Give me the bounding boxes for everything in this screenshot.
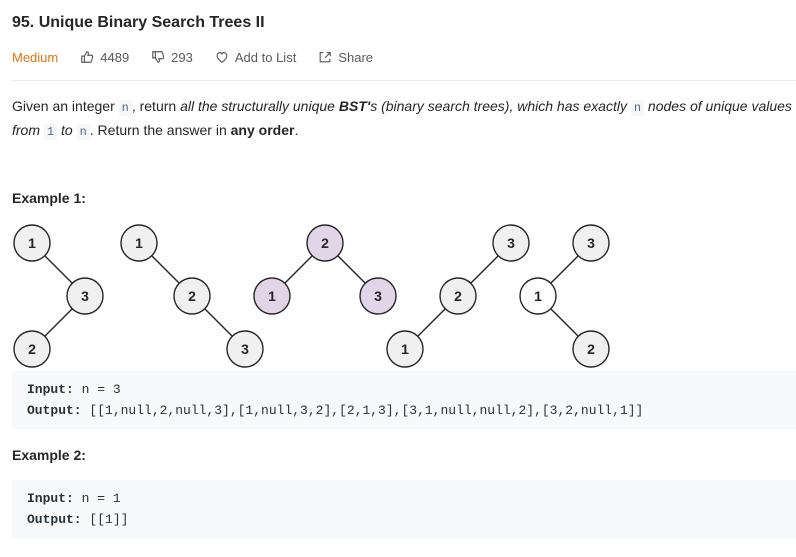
input-label: Input: — [27, 491, 74, 506]
tree-2-node: 3 — [226, 330, 264, 368]
svg-text:2: 2 — [454, 288, 462, 304]
difficulty-label: Medium — [12, 49, 59, 65]
svg-text:3: 3 — [81, 288, 89, 304]
output-value: [[1,null,2,null,3],[1,null,3,2],[2,1,3],… — [81, 403, 644, 418]
like-count: 4489 — [100, 49, 130, 65]
tree-3-node: 1 — [253, 277, 291, 315]
input-label: Input: — [27, 382, 74, 397]
input-value: n = 1 — [73, 491, 121, 506]
desc-bold: any order — [230, 122, 295, 138]
svg-text:1: 1 — [135, 235, 143, 251]
like-button[interactable]: 4489 — [80, 50, 129, 65]
add-to-list-label: Add to List — [234, 49, 297, 65]
tree-3-node: 3 — [359, 277, 397, 315]
inline-code: n — [630, 100, 645, 116]
share-label: Share — [338, 49, 374, 65]
svg-text:3: 3 — [374, 288, 382, 304]
svg-text:2: 2 — [188, 288, 196, 304]
svg-text:1: 1 — [534, 288, 542, 304]
example-2-heading: Example 2: — [12, 447, 86, 463]
tree-1-node: 2 — [13, 330, 51, 368]
heart-icon — [216, 52, 228, 63]
svg-text:3: 3 — [507, 235, 515, 251]
svg-text:1: 1 — [268, 288, 276, 304]
svg-text:1: 1 — [28, 235, 36, 251]
output-label: Output: — [27, 403, 82, 418]
example-2-code-block: Input: n = 1 Output: [[1]] — [12, 480, 796, 538]
inline-code: n — [76, 124, 90, 140]
thumbs-down-icon — [152, 51, 165, 63]
desc-text: , return — [131, 98, 181, 114]
output-value: [[1]] — [81, 512, 129, 527]
desc-text: . — [294, 122, 299, 138]
desc-italic: all the structurally unique — [180, 98, 339, 114]
desc-italic: s (binary search trees), which has exact… — [370, 98, 631, 114]
svg-text:3: 3 — [241, 341, 249, 357]
inline-code: n — [118, 100, 132, 116]
example-1-tree-diagram: 1 3 2 1 2 3 2 1 3 3 2 1 3 1 2 — [13, 224, 610, 368]
tree-2-node: 1 — [120, 224, 158, 262]
share-button[interactable]: Share — [318, 50, 373, 65]
tree-5-node: 1 — [519, 277, 557, 315]
svg-text:2: 2 — [587, 341, 595, 357]
tree-4-node: 2 — [439, 277, 477, 315]
svg-text:1: 1 — [401, 341, 409, 357]
dislike-button[interactable]: 293 — [151, 50, 193, 65]
problem-title: 95. Unique Binary Search Trees II — [12, 14, 265, 31]
tree-3-node: 2 — [306, 224, 344, 262]
share-icon — [319, 52, 332, 63]
tree-1-node: 1 — [13, 224, 51, 262]
header-divider — [12, 80, 796, 81]
add-to-list-button[interactable]: Add to List — [215, 50, 296, 65]
input-value: n = 3 — [73, 382, 121, 397]
svg-text:2: 2 — [321, 235, 329, 251]
thumbs-up-icon — [81, 51, 94, 63]
tree-2-node: 2 — [173, 277, 211, 315]
tree-5-node: 2 — [572, 330, 610, 368]
example-1-heading: Example 1: — [12, 190, 86, 206]
desc-italic: to — [57, 122, 77, 138]
tree-4-node: 3 — [492, 224, 530, 262]
desc-text: Given an integer — [12, 98, 119, 114]
tree-1-node: 3 — [66, 277, 104, 315]
output-label: Output: — [27, 512, 82, 527]
example-1-code-block: Input: n = 3 Output: [[1,null,2,null,3],… — [12, 371, 796, 429]
dislike-count: 293 — [171, 49, 193, 65]
svg-text:3: 3 — [587, 235, 595, 251]
problem-meta-bar: Medium 4489 293 Add to List Share — [12, 48, 395, 66]
inline-code: 1 — [43, 124, 58, 140]
problem-description: Given an integer n, return all the struc… — [12, 95, 792, 143]
tree-5-node: 3 — [572, 224, 610, 262]
svg-text:2: 2 — [28, 341, 36, 357]
desc-italic: nodes of unique values from — [12, 98, 792, 138]
tree-4-node: 1 — [386, 330, 424, 368]
desc-bold-italic: BST' — [338, 98, 371, 114]
desc-text: . Return the answer in — [89, 122, 231, 138]
